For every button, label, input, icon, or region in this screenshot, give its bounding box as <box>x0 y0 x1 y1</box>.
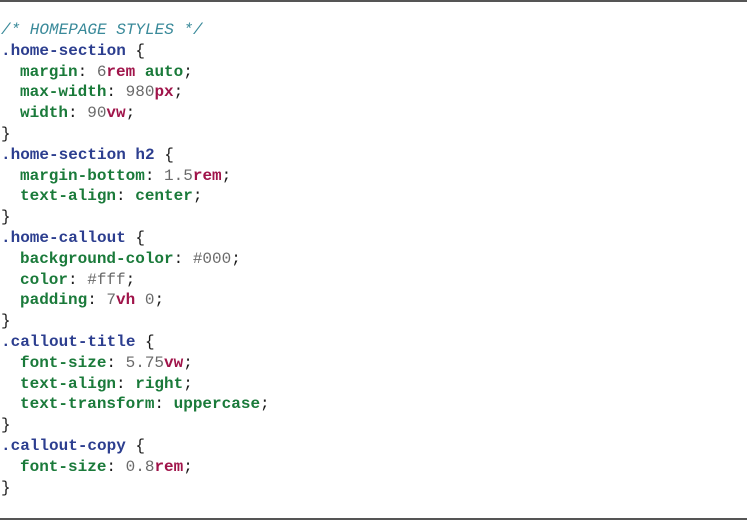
code-line-close: } <box>1 416 11 435</box>
css-keyword: right <box>135 374 184 393</box>
css-number: 90 <box>87 104 107 123</box>
css-number: 0 <box>144 291 155 310</box>
code-line-selector: .home-section h2 { <box>1 145 174 164</box>
css-property: font-size <box>20 353 107 372</box>
code-line-close: } <box>1 208 11 227</box>
css-number: 1.5 <box>164 166 193 185</box>
code-line-comment: /* HOMEPAGE STYLES */ <box>1 20 270 41</box>
code-line-declaration: padding: 7vh 0; <box>20 291 165 310</box>
code-line-declaration: text-align: right; <box>20 374 193 393</box>
css-selector: .callout-title <box>1 332 136 351</box>
code-line-selector: .callout-title { <box>1 332 155 351</box>
css-selector: .home-section <box>1 41 126 60</box>
css-code-block: /* HOMEPAGE STYLES */ .home-section { marg… <box>1 20 270 498</box>
code-line-declaration: text-align: center; <box>20 187 203 206</box>
css-selector: .callout-copy <box>1 436 126 455</box>
code-line-declaration: font-size: 0.8rem; <box>20 457 193 476</box>
css-property: margin <box>20 62 78 81</box>
css-keyword: center <box>135 187 193 206</box>
css-unit: rem <box>106 62 136 81</box>
css-property: text-transform <box>20 395 155 414</box>
css-property: color <box>20 270 69 289</box>
css-property: margin-bottom <box>20 166 145 185</box>
css-unit: px <box>154 83 174 102</box>
css-keyword: uppercase <box>173 395 261 414</box>
code-line-declaration: margin-bottom: 1.5rem; <box>20 166 232 185</box>
code-line-declaration: width: 90vw; <box>20 104 136 123</box>
css-selector: .home-section h2 <box>1 145 155 164</box>
css-property: background-color <box>20 249 174 268</box>
code-line-declaration: text-transform: uppercase; <box>20 395 270 414</box>
css-keyword: auto <box>144 62 184 81</box>
css-property: width <box>20 104 69 123</box>
css-property: text-align <box>20 374 117 393</box>
code-line-selector: .home-callout { <box>1 228 146 247</box>
css-property: text-align <box>20 187 117 206</box>
code-comment: /* HOMEPAGE STYLES */ <box>1 21 203 39</box>
css-unit: rem <box>192 166 222 185</box>
css-number: 7 <box>106 291 117 310</box>
code-line-close: } <box>1 478 11 497</box>
css-unit: vh <box>116 291 136 310</box>
css-unit: vw <box>106 104 126 123</box>
css-number: 6 <box>96 62 107 81</box>
code-line-declaration: color: #fff; <box>20 270 136 289</box>
code-line-declaration: background-color: #000; <box>20 249 241 268</box>
code-line-selector: .home-section { <box>1 41 146 60</box>
css-property: font-size <box>20 457 107 476</box>
css-selector: .home-callout <box>1 228 126 247</box>
code-line-declaration: max-width: 980px; <box>20 83 184 102</box>
css-unit: rem <box>154 457 184 476</box>
css-number: 0.8 <box>125 457 155 476</box>
css-property: padding <box>20 291 88 310</box>
css-property: max-width <box>20 83 107 102</box>
code-line-close: } <box>1 124 11 143</box>
css-number: #000 <box>192 249 232 268</box>
code-line-selector: .callout-copy { <box>1 436 146 455</box>
css-number: 5.75 <box>125 353 165 372</box>
css-number: 980 <box>125 83 155 102</box>
css-number: #fff <box>87 270 126 289</box>
code-line-declaration: font-size: 5.75vw; <box>20 353 193 372</box>
code-line-declaration: margin: 6rem auto; <box>20 62 193 81</box>
css-unit: vw <box>164 353 184 372</box>
code-line-close: } <box>1 312 11 331</box>
